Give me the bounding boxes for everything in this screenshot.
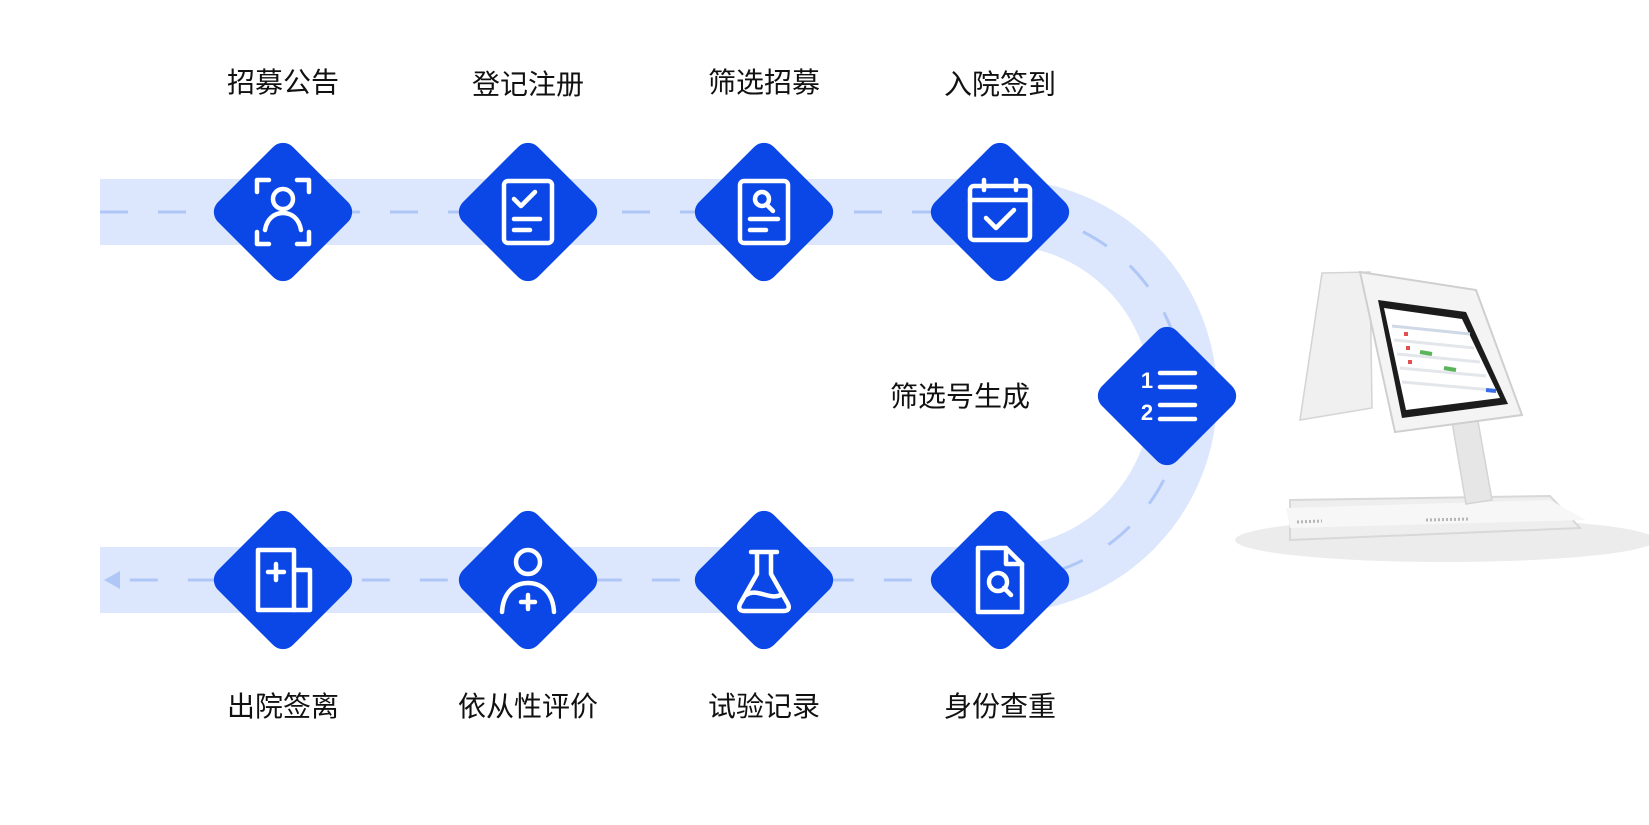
list-number-two: 2 <box>1141 400 1153 425</box>
step-label-check-in: 入院签到 <box>943 68 1056 101</box>
registration-kiosk-device <box>1235 270 1649 562</box>
step-diamond-discharge <box>213 510 353 650</box>
step-diamond-check-in <box>930 142 1070 282</box>
step-diamond-identity-check <box>930 510 1070 650</box>
step-label-trial-record: 试验记录 <box>707 690 820 723</box>
face-scan-icon <box>254 177 312 247</box>
file-search-icon <box>975 545 1025 615</box>
step-diamond-trial-record <box>694 510 834 650</box>
list-number-one: 1 <box>1141 368 1153 393</box>
step-label-screen-number: 筛选号生成 <box>889 380 1030 413</box>
step-label-identity-check: 身份查重 <box>943 690 1056 723</box>
calendar-check-icon <box>967 177 1033 243</box>
user-add-icon <box>499 547 557 615</box>
checklist-document-icon <box>501 178 555 246</box>
step-diamond-screen-recruit <box>694 142 834 282</box>
step-diamond-screen-number <box>1097 326 1237 466</box>
step-diamond-register <box>458 142 598 282</box>
hospital-building-icon <box>255 547 313 613</box>
step-label-discharge: 出院签离 <box>226 690 339 723</box>
numbered-list-icon <box>1157 370 1198 422</box>
step-label-recruit-notice: 招募公告 <box>226 66 339 99</box>
step-label-compliance: 依从性评价 <box>457 690 598 723</box>
step-diamond-compliance <box>458 510 598 650</box>
document-search-icon <box>737 178 791 246</box>
step-label-register: 登记注册 <box>471 68 584 101</box>
step-label-screen-recruit: 筛选招募 <box>707 66 820 99</box>
flow-track-dashes <box>100 210 1186 582</box>
flow-end-arrow-icon <box>104 571 120 589</box>
flask-icon <box>737 549 791 614</box>
